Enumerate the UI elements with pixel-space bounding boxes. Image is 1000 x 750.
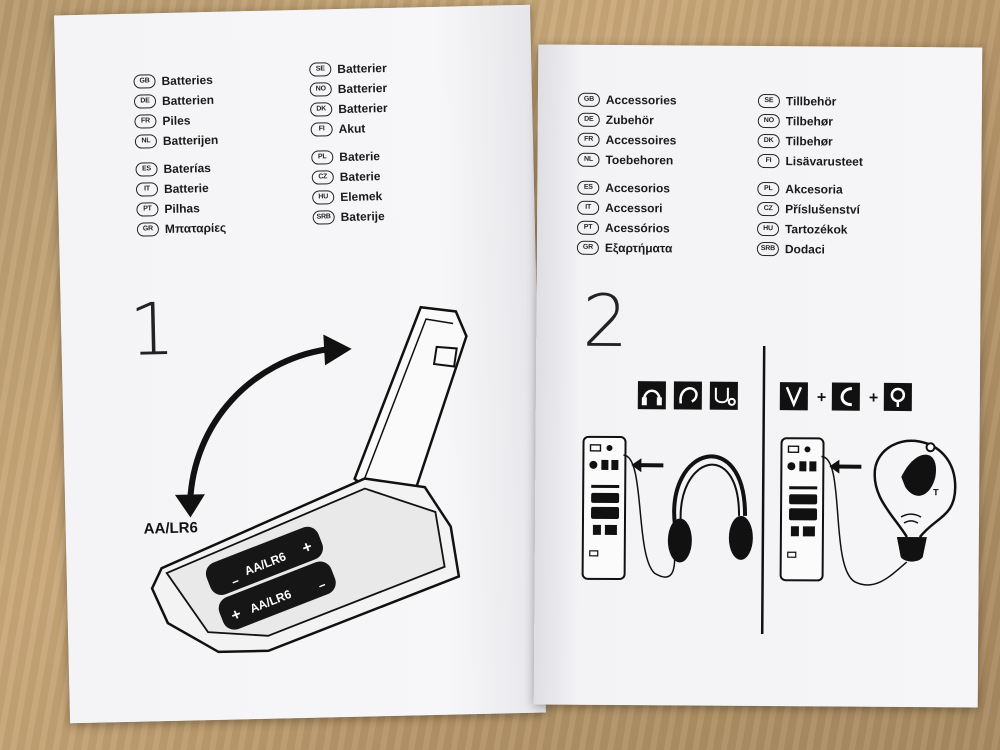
divider-line (760, 346, 766, 635)
telecoil-icon (883, 382, 912, 412)
neckloop-illustration: T (821, 439, 957, 586)
battery-compartment-illustration: − AA/LR6 + + AA/LR6 − (150, 305, 468, 654)
remote-device-right (779, 437, 825, 582)
svg-text:T: T (933, 487, 939, 497)
stethoscope-icon (709, 381, 738, 410)
battery-2: + AA/LR6 − (218, 561, 336, 630)
plus-sign-2: + (869, 390, 878, 407)
headphones-icon (637, 381, 666, 410)
arrow-head-top (323, 334, 352, 366)
remote-device-left (581, 435, 627, 581)
arrow-head-bottom (174, 494, 205, 518)
svg-text:−: − (230, 574, 242, 590)
headphones-illustration (623, 454, 753, 578)
plus-sign-1: + (817, 389, 826, 406)
ear-icon (673, 381, 702, 410)
hearing-aid-icon (831, 382, 860, 411)
accessories-illustration: + + (581, 346, 957, 635)
neckloop-icon (779, 382, 808, 411)
open-lid-arrow-icon (187, 346, 328, 503)
svg-text:−: − (316, 578, 328, 594)
